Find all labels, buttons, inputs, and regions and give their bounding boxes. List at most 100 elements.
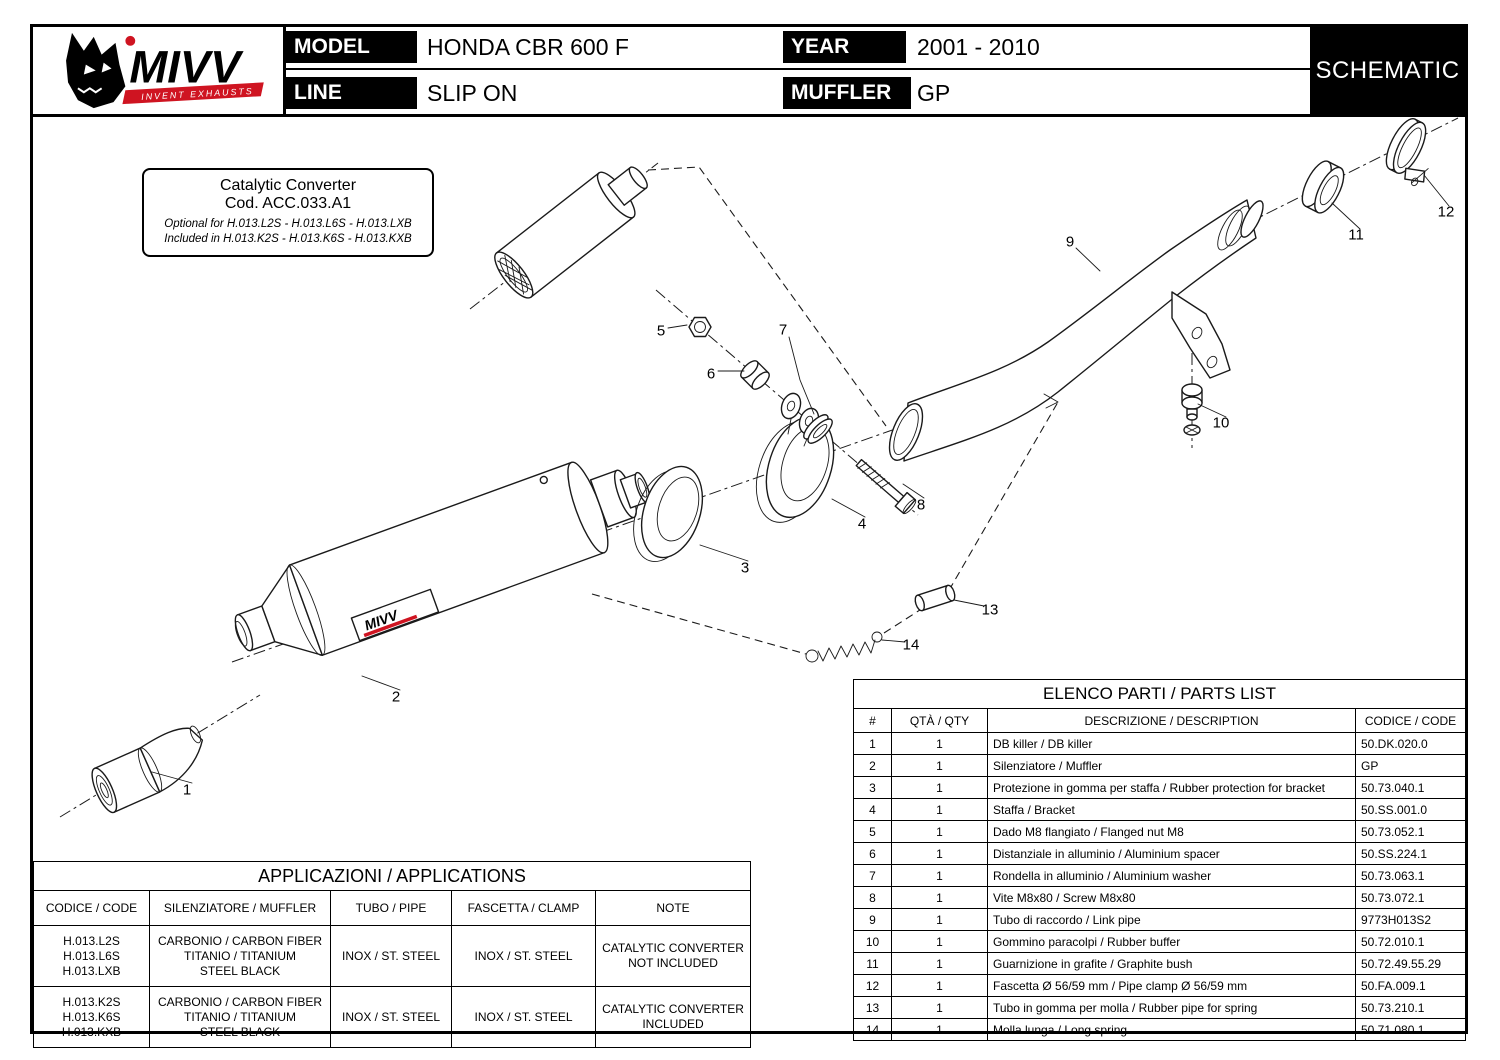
part-long-spring [805,631,883,663]
callout-13: 13 [981,601,999,619]
part-num-cell: 7 [853,864,892,887]
part-num-cell: 1 [853,732,892,755]
part-code-cell: 50.72.010.1 [1354,930,1467,953]
part-qty-cell: 1 [891,820,988,843]
app-code-cell: H.013.L2S H.013.L6S H.013.LXB [33,925,150,987]
part-qty-cell: 1 [891,1018,988,1041]
part-num-cell: 12 [853,974,892,997]
parts-list-title: ELENCO PARTI / PARTS LIST [852,679,1467,709]
part-db-killer [91,725,204,814]
line-label: LINE [286,77,417,109]
callout-4: 4 [857,515,867,533]
mivv-logo: MIVV INVENT EXHAUSTS [66,32,264,109]
part-qty-cell: 1 [891,798,988,821]
part-qty-cell: 1 [891,974,988,997]
part-link-pipe [888,199,1264,462]
app-pipe-cell: INOX / ST. STEEL [330,925,452,987]
year-label: YEAR [783,31,906,63]
muffler-value: GP [917,79,951,106]
part-num-cell: 10 [853,930,892,953]
part-qty-cell: 1 [891,776,988,799]
part-bracket [755,392,835,523]
model-label: MODEL [286,31,417,63]
part-code-cell: 50.72.49.55.29 [1354,952,1467,975]
catalytic-converter-note: Catalytic Converter Cod. ACC.033.A1 Opti… [142,168,434,257]
callout-14: 14 [902,636,920,654]
callout-8: 8 [916,496,926,514]
parts-header-row: # QTÀ / QTY DESCRIZIONE / DESCRIPTION CO… [853,708,1467,733]
part-desc-cell: Tubo in gomma per molla / Rubber pipe fo… [987,996,1356,1019]
part-num-cell: 6 [853,842,892,865]
applications-title: APPLICAZIONI / APPLICATIONS [32,861,752,891]
part-graphite-bush [1301,160,1345,214]
part-desc-cell: Molla lunga / Long spring [987,1018,1356,1041]
header-midline [286,68,1310,70]
part-pipe-clamp [1385,118,1429,187]
line-value: SLIP ON [427,79,518,106]
logo-divider [283,27,286,114]
brand-text: MIVV [129,41,244,92]
part-code-cell: 50.DK.020.0 [1354,732,1467,755]
col-header-clamp: FASCETTA / CLAMP [451,890,596,926]
part-desc-cell: Rondella in alluminio / Aluminium washer [987,864,1356,887]
part-num-cell: 11 [853,952,892,975]
part-qty-cell: 1 [891,842,988,865]
part-qty-cell: 1 [891,864,988,887]
part-code-cell: 50.FA.009.1 [1354,974,1467,997]
app-note-cell: CATALYTIC CONVERTER NOT INCLUDED [594,925,752,987]
callout-12: 12 [1437,203,1455,221]
callout-5: 5 [656,322,666,340]
callout-1: 1 [182,781,192,799]
table-row: H.013.K2S H.013.K6S H.013.KXB CARBONIO /… [33,986,752,1048]
col-header-num: # [853,708,892,733]
cat-note-title: Catalytic Converter [219,177,357,194]
col-header-muffler: SILENZIATORE / MUFFLER [149,890,331,926]
part-rubber-buffer [1181,383,1203,436]
part-code-cell: 50.73.040.1 [1354,776,1467,799]
app-pipe-cell: INOX / ST. STEEL [330,986,452,1048]
col-header-code: CODICE / CODE [33,890,150,926]
parts-list-table: ELENCO PARTI / PARTS LIST # QTÀ / QTY DE… [852,679,1467,1041]
part-desc-cell: Vite M8x80 / Screw M8x80 [987,886,1356,909]
part-qty-cell: 1 [891,930,988,953]
muffler-label: MUFFLER [783,77,911,109]
part-num-cell: 5 [853,820,892,843]
callout-3: 3 [740,559,750,577]
part-num-cell: 4 [853,798,892,821]
app-muffler-cell: CARBONIO / CARBON FIBER TITANIO / TITANI… [149,986,331,1048]
part-num-cell: 13 [853,996,892,1019]
part-code-cell: 50.SS.224.1 [1354,842,1467,865]
callout-9: 9 [1065,233,1075,251]
logo-red-dot [125,35,136,46]
part-muffler: MIVV [234,461,651,656]
part-code-cell: 50.71.080.1 [1354,1018,1467,1041]
model-value: HONDA CBR 600 F [427,33,629,60]
table-row: H.013.L2S H.013.L6S H.013.LXB CARBONIO /… [33,925,752,987]
year-value: 2001 - 2010 [917,33,1040,60]
col-header-desc: DESCRIZIONE / DESCRIPTION [987,708,1356,733]
part-desc-cell: Tubo di raccordo / Link pipe [987,908,1356,931]
app-code-cell: H.013.K2S H.013.K6S H.013.KXB [33,986,150,1048]
part-num-cell: 9 [853,908,892,931]
part-code-cell: 50.73.052.1 [1354,820,1467,843]
part-rubber-protection [633,465,704,562]
part-qty-cell: 1 [891,754,988,777]
part-code-cell: 50.73.063.1 [1354,864,1467,887]
part-desc-cell: DB killer / DB killer [987,732,1356,755]
part-code-cell: 50.SS.001.0 [1354,798,1467,821]
part-screw [855,458,917,515]
callout-10: 10 [1212,414,1230,432]
part-rubber-pipe [914,584,956,612]
